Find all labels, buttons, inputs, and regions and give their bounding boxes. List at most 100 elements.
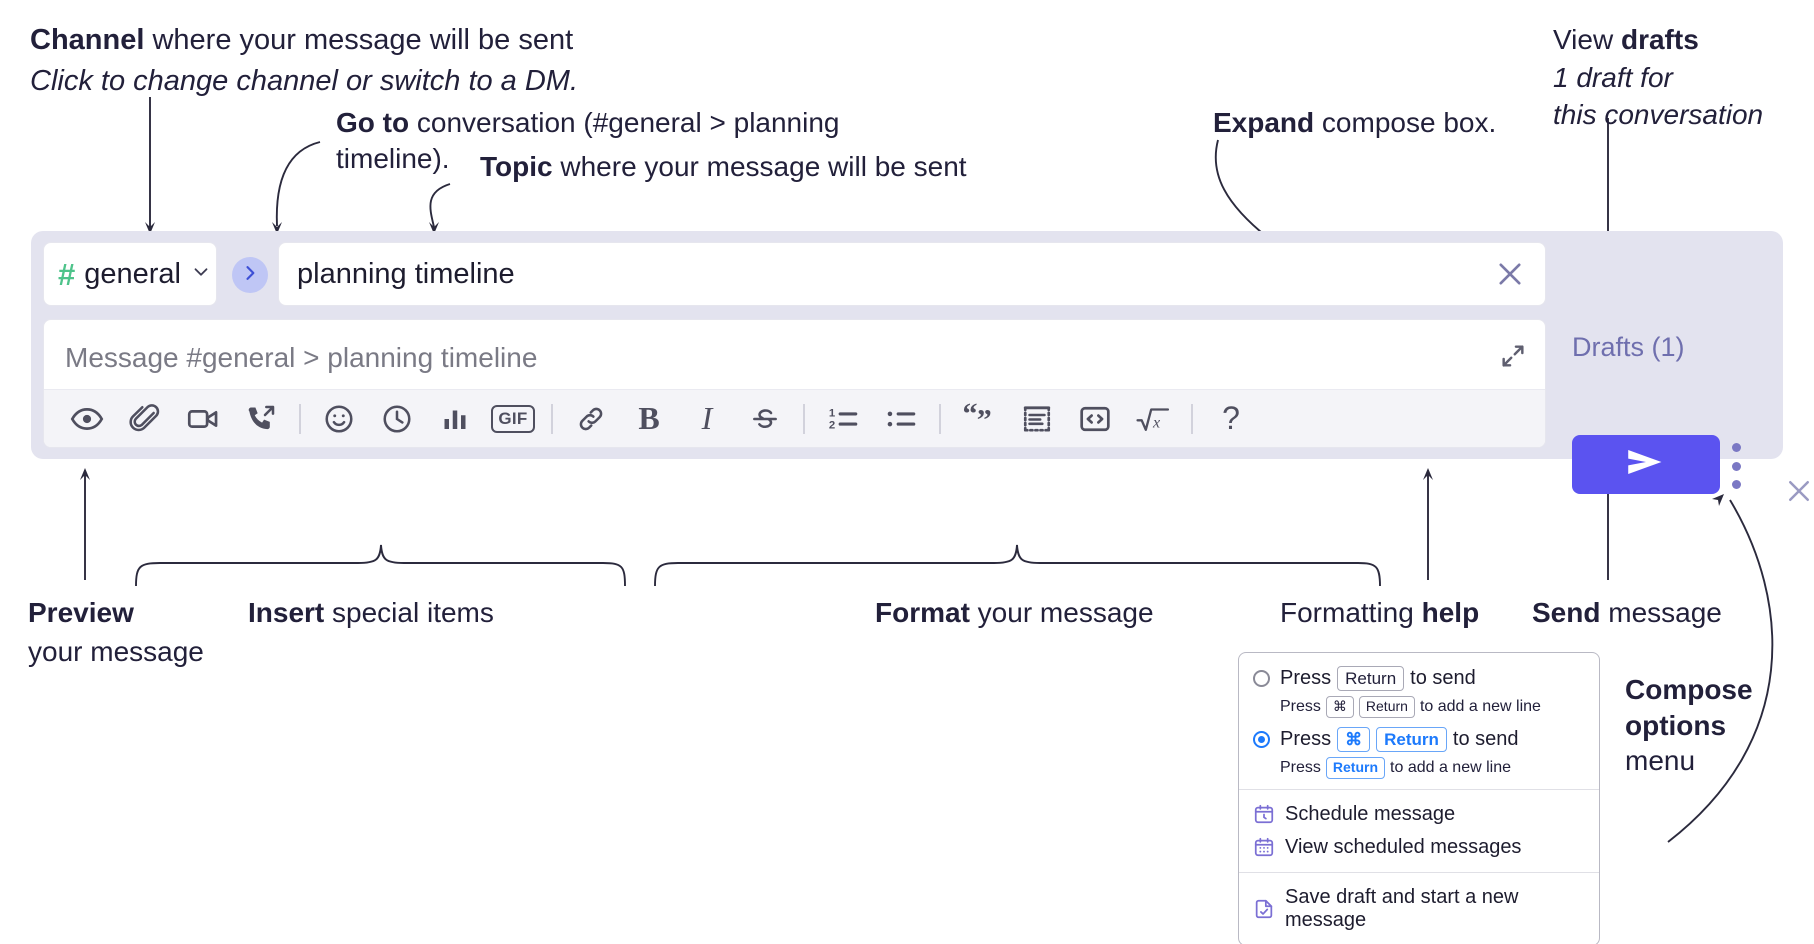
shortcut-text: to add a new line xyxy=(1390,758,1512,776)
separator xyxy=(803,403,805,434)
expand-icon[interactable] xyxy=(1499,342,1527,375)
goto-conversation-button[interactable] xyxy=(232,257,268,293)
annotation-drafts-lead: View xyxy=(1553,24,1621,55)
svg-text:2: 2 xyxy=(829,419,835,431)
annotation-preview: Preview your message xyxy=(28,595,288,669)
annotation-topic-bold: Topic xyxy=(480,151,553,182)
annotation-expand-rest: compose box. xyxy=(1314,107,1497,138)
link-icon[interactable] xyxy=(562,395,620,443)
separator xyxy=(1191,403,1193,434)
save-draft-icon xyxy=(1253,898,1275,920)
annotation-channel-rest: where your message will be sent xyxy=(144,24,574,56)
compose-options-icon[interactable] xyxy=(1723,443,1749,489)
help-label: ? xyxy=(1222,400,1240,436)
annotation-goto-bold: Go to xyxy=(336,107,410,138)
annotation-expand: Expand compose box. xyxy=(1213,105,1613,141)
inline-code-icon[interactable] xyxy=(1066,395,1124,443)
bulleted-list-icon[interactable] xyxy=(872,395,930,443)
radio-unselected-icon[interactable] xyxy=(1253,670,1270,688)
key-badge: ⌘ xyxy=(1337,726,1371,752)
key-badge: Return xyxy=(1337,666,1405,692)
dot xyxy=(1731,461,1741,471)
shortcut-text: to send xyxy=(1410,667,1476,690)
compose-header-row: # general planning timeline xyxy=(43,242,1546,307)
bold-icon[interactable]: B xyxy=(620,395,678,443)
menu-item-label: Save draft and start a new message xyxy=(1285,885,1519,931)
panel-close-button[interactable] xyxy=(1784,476,1814,511)
annotation-drafts-italic2: this conversation xyxy=(1553,99,1764,131)
annotation-send-bold: Send xyxy=(1532,597,1601,628)
message-input-box[interactable]: Message #general > planning timeline xyxy=(43,319,1546,448)
channel-selector[interactable]: # general xyxy=(43,242,217,306)
send-icon xyxy=(1624,445,1668,484)
menu-item-view-scheduled-messages[interactable]: View scheduled messages xyxy=(1239,831,1599,864)
help-icon[interactable]: ? xyxy=(1202,395,1260,443)
menu-divider xyxy=(1239,871,1599,873)
gif-icon[interactable]: GIF xyxy=(484,395,542,443)
send-button[interactable] xyxy=(1572,435,1720,494)
hash-icon: # xyxy=(58,256,76,292)
topic-input[interactable]: planning timeline xyxy=(278,242,1546,306)
gif-label: GIF xyxy=(491,404,535,433)
annotation-format-bold: Format xyxy=(875,597,970,628)
drafts-link[interactable]: Drafts (1) xyxy=(1572,332,1685,362)
menu-item-schedule-message[interactable]: Schedule message xyxy=(1239,798,1599,831)
blockquote-icon[interactable]: “ ” xyxy=(950,395,1008,443)
code-block-icon[interactable] xyxy=(1008,395,1066,443)
annotation-drafts-italic1: 1 draft for xyxy=(1553,61,1673,93)
annotation-compose-options-bold2: options xyxy=(1625,709,1727,741)
message-placeholder: Message #general > planning timeline xyxy=(65,342,538,373)
topic-value: planning timeline xyxy=(297,257,515,290)
shortcut-text: Press xyxy=(1280,727,1332,750)
svg-text:“: “ xyxy=(963,401,978,431)
annotation-compose-options: Compose options menu xyxy=(1625,672,1814,779)
strikethrough-icon[interactable] xyxy=(736,395,794,443)
annotation-topic-rest: where your message will be sent xyxy=(552,151,967,182)
close-icon[interactable] xyxy=(1493,257,1527,291)
svg-text:x: x xyxy=(1152,414,1161,431)
annotation-topic: Topic where your message will be sent xyxy=(480,149,1100,185)
audio-call-icon[interactable] xyxy=(232,395,290,443)
math-icon[interactable]: x xyxy=(1124,395,1182,443)
annotation-insert-bold: Insert xyxy=(248,597,325,628)
menu-item-save-draft[interactable]: Save draft and start a new message xyxy=(1239,881,1599,937)
svg-text:1: 1 xyxy=(829,407,835,419)
channel-name-label: general xyxy=(84,257,181,290)
radio-selected-icon[interactable] xyxy=(1253,730,1270,748)
annotation-drafts-bold: drafts xyxy=(1620,24,1699,55)
italic-icon[interactable]: I xyxy=(678,395,736,443)
ordered-list-icon[interactable]: 1 2 xyxy=(814,395,872,443)
attachment-icon[interactable] xyxy=(116,395,174,443)
annotation-goto-rest: conversation (#general > planning timeli… xyxy=(336,107,840,174)
annotation-compose-options-rest: menu xyxy=(1625,745,1696,777)
annotation-preview-rest: your message xyxy=(28,635,204,667)
annotation-drafts: View drafts 1 draft for this conversatio… xyxy=(1553,22,1813,133)
shortcut-text: to add a new line xyxy=(1419,698,1541,715)
compose-panel: # general planning timeline xyxy=(31,231,1809,501)
key-badge: Return xyxy=(1358,696,1415,718)
annotation-channel: Channel where your message will be sent … xyxy=(30,22,650,100)
annotation-formatting-help: Formatting help xyxy=(1280,595,1540,631)
emoji-icon[interactable] xyxy=(310,395,368,443)
annotation-expand-bold: Expand xyxy=(1213,107,1315,138)
annotation-format: Format your message xyxy=(875,595,1295,631)
annotation-compose-options-bold1: Compose xyxy=(1625,674,1753,705)
key-badge: Return xyxy=(1325,757,1386,779)
separator xyxy=(551,403,553,434)
preview-icon[interactable] xyxy=(58,395,116,443)
chevron-down-icon xyxy=(190,261,212,288)
annotation-format-rest: your message xyxy=(969,597,1154,628)
menu-divider xyxy=(1239,788,1599,790)
poll-icon[interactable] xyxy=(426,395,484,443)
reminder-clock-icon[interactable] xyxy=(368,395,426,443)
shortcut-text: to send xyxy=(1452,727,1519,750)
separator xyxy=(299,403,301,434)
video-icon[interactable] xyxy=(174,395,232,443)
italic-label: I xyxy=(701,400,713,436)
formatting-toolbar: GIF B I xyxy=(44,389,1545,447)
shortcut-text: Press xyxy=(1280,667,1332,690)
